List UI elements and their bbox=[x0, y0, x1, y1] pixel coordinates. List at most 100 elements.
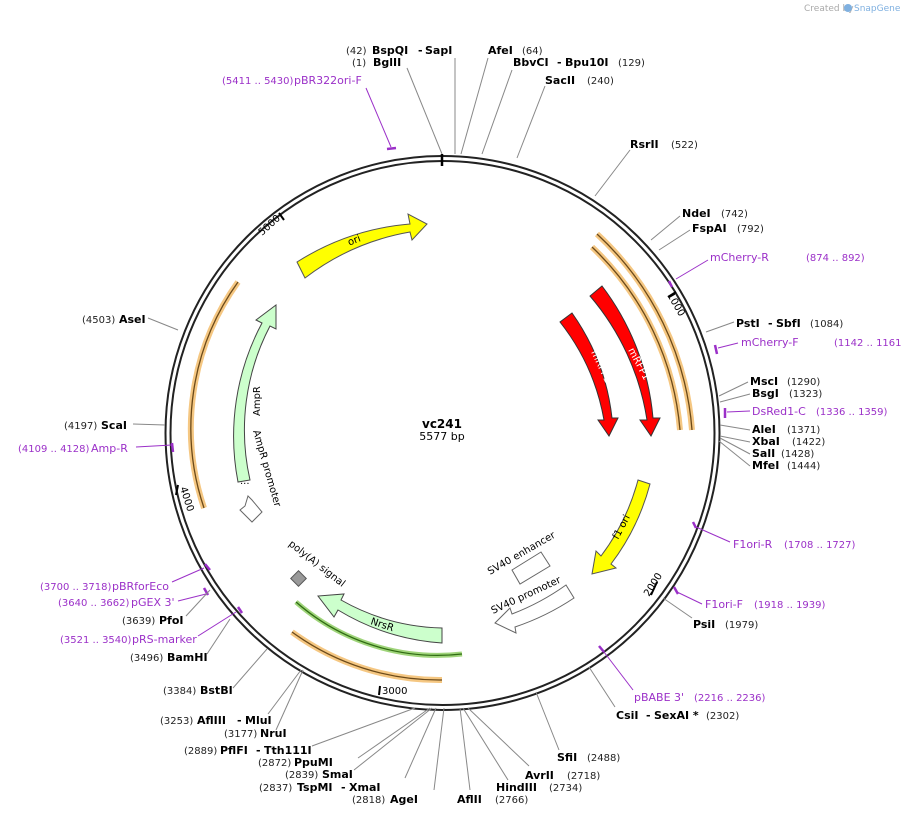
feature-ampr[interactable]: AmpR ... bbox=[233, 304, 277, 487]
plasmid-name: vc241 bbox=[422, 417, 462, 431]
svg-text:-: - bbox=[256, 744, 261, 757]
site-alei[interactable]: AleI (1371) bbox=[719, 423, 820, 436]
tick-5000-mark bbox=[278, 212, 285, 221]
feature-mrfp1-inner[interactable]: mRFP1 bbox=[559, 312, 619, 437]
site-pflfi[interactable]: (2889) PflFI - Tth111I bbox=[184, 707, 416, 757]
site-bglii[interactable]: (1) BglII bbox=[352, 56, 443, 155]
site-nrui-name: NruI bbox=[260, 727, 287, 740]
site-psii[interactable]: PsiI (1979) bbox=[662, 597, 758, 631]
site-pfoi[interactable]: (3639) PfoI bbox=[122, 589, 211, 627]
scale-ticks: 1000 2000 3000 4000 5000 bbox=[175, 212, 687, 697]
site-nrui[interactable]: (3177) NruI bbox=[224, 669, 304, 740]
site-agei-pos: (2818) bbox=[352, 795, 385, 806]
site-csii-name: CsiI bbox=[616, 709, 638, 722]
svg-text:-: - bbox=[646, 709, 651, 722]
site-afliii-pos: (3253) bbox=[160, 716, 193, 727]
site-asei[interactable]: (4503) AseI bbox=[82, 313, 179, 331]
primer-dsred1c[interactable]: DsRed1-C (1336 .. 1359) bbox=[723, 405, 888, 418]
primer-f1orif[interactable]: F1ori-F (1918 .. 1939) bbox=[672, 586, 826, 611]
site-bsgi-pos: (1323) bbox=[789, 389, 822, 400]
site-scai[interactable]: (4197) ScaI bbox=[64, 419, 166, 432]
tick-3000-label: 3000 bbox=[382, 686, 407, 697]
primer-mcherryf[interactable]: mCherry-F (1142 .. 1161) bbox=[713, 336, 901, 355]
site-psii-pos: (1979) bbox=[725, 620, 758, 631]
primer-ampr-range: (4109 .. 4128) bbox=[18, 444, 90, 455]
primer-mcherryr-name: mCherry-R bbox=[710, 251, 769, 264]
site-xbai-name: XbaI bbox=[752, 435, 780, 448]
primer-mcherryr-range: (874 .. 892) bbox=[806, 253, 865, 264]
feature-nrsr-label: NrsR bbox=[369, 616, 395, 634]
credit-brand: SnapGene bbox=[854, 4, 901, 14]
site-bsgi[interactable]: BsgI (1323) bbox=[719, 387, 822, 403]
feature-sv40-enhancer[interactable]: SV40 enhancer bbox=[486, 530, 558, 585]
site-afliii[interactable]: (3253) AflIII - MluI bbox=[160, 669, 302, 727]
site-msci-pos: (1290) bbox=[787, 377, 820, 388]
site-avrii[interactable]: AvrII (2718) bbox=[467, 707, 600, 782]
site-sali[interactable]: SalI (1428) bbox=[719, 437, 814, 460]
backbone bbox=[164, 154, 721, 711]
site-hindiii[interactable]: HindIII (2734) bbox=[462, 707, 582, 794]
primer-pbr322ori[interactable]: (5411 .. 5430) pBR322ori-F bbox=[222, 74, 397, 151]
site-bamhi[interactable]: (3496) BamHI bbox=[130, 618, 231, 664]
primer-f1orir[interactable]: F1ori-R (1708 .. 1727) bbox=[691, 521, 856, 551]
plasmid-length: 5577 bp bbox=[419, 430, 464, 443]
svg-text:ori: ori bbox=[346, 233, 362, 248]
site-ppumi[interactable]: (2872) PpuMI bbox=[258, 707, 431, 769]
site-tspmi[interactable]: (2837) TspMI - XmaI bbox=[259, 707, 437, 794]
site-bspqi[interactable]: (42) BspQI - SapI bbox=[346, 44, 456, 154]
site-sacii[interactable]: SacII (240) bbox=[516, 74, 614, 159]
site-rsrii[interactable]: RsrII (522) bbox=[594, 138, 698, 197]
site-asei-pos: (4503) bbox=[82, 315, 115, 326]
primer-ampr[interactable]: (4109 .. 4128) Amp-R bbox=[18, 442, 175, 455]
site-rsrii-pos: (522) bbox=[671, 140, 698, 151]
site-agei-name: AgeI bbox=[390, 793, 418, 806]
feature-nrsr[interactable]: NrsR bbox=[317, 593, 443, 644]
feature-ampr-label: AmpR bbox=[252, 386, 263, 416]
svg-text:-: - bbox=[557, 56, 562, 69]
site-afei-pos: (64) bbox=[522, 46, 543, 57]
site-msci[interactable]: MscI (1290) bbox=[718, 375, 820, 397]
site-csii[interactable]: CsiI - SexAI * (2302) bbox=[588, 666, 739, 722]
primer-pbrforeco-name: pBRforEco bbox=[112, 580, 169, 593]
site-mfei[interactable]: MfeI (1444) bbox=[718, 440, 820, 472]
site-pfoi-name: PfoI bbox=[159, 614, 184, 627]
site-xbai-pos: (1422) bbox=[792, 437, 825, 448]
site-agei[interactable]: (2818) AgeI bbox=[352, 707, 445, 806]
site-smai-pos: (2839) bbox=[285, 770, 318, 781]
primer-mcherryr[interactable]: mCherry-R (874 .. 892) bbox=[667, 251, 865, 288]
site-fspai[interactable]: FspAI (792) bbox=[658, 222, 764, 251]
site-xbai[interactable]: XbaI (1422) bbox=[719, 435, 825, 448]
primer-prsmarker[interactable]: (3521 .. 3540) pRS-marker bbox=[60, 606, 244, 646]
site-bstbi[interactable]: (3384) BstBI bbox=[163, 648, 268, 697]
site-sali-name: SalI bbox=[752, 447, 775, 460]
site-sfii[interactable]: SfiI (2488) bbox=[535, 691, 620, 764]
feature-polya[interactable]: poly(A) signal bbox=[286, 539, 347, 590]
site-csii-pos: (2302) bbox=[706, 711, 739, 722]
site-afei[interactable]: AfeI (64) bbox=[460, 44, 543, 155]
feature-sv40-promoter[interactable]: SV40 promoter bbox=[490, 574, 575, 634]
primer-pgex3[interactable]: (3640 .. 3662) pGEX 3' bbox=[58, 587, 210, 609]
site-psti[interactable]: PstI - SbfI (1084) bbox=[705, 317, 843, 333]
tick-4000-mark bbox=[175, 484, 179, 496]
snapgene-credit: Created by SnapGene bbox=[804, 4, 901, 14]
feature-ori[interactable]: ori bbox=[296, 213, 428, 279]
site-smai[interactable]: (2839) SmaI bbox=[285, 707, 433, 781]
site-bpu10i-name: Bpu10I bbox=[565, 56, 609, 69]
primer-pbrforeco[interactable]: (3700 .. 3718) pBRforEco bbox=[40, 563, 211, 593]
site-aflii[interactable]: AflII (2766) bbox=[457, 707, 528, 806]
site-pfoi-pos: (3639) bbox=[122, 616, 155, 627]
site-psii-name: PsiI bbox=[693, 618, 715, 631]
primer-ampr-name: Amp-R bbox=[91, 442, 128, 455]
primer-f1orif-range: (1918 .. 1939) bbox=[754, 600, 826, 611]
site-sapi-name: SapI bbox=[425, 44, 452, 57]
site-ndei[interactable]: NdeI (742) bbox=[650, 207, 748, 241]
primer-pbabe3[interactable]: pBABE 3' (2216 .. 2236) bbox=[598, 645, 766, 704]
site-sfii-pos: (2488) bbox=[587, 753, 620, 764]
site-avrii-pos: (2718) bbox=[567, 771, 600, 782]
site-bamhi-pos: (3496) bbox=[130, 653, 163, 664]
feature-f1ori[interactable]: f1 ori bbox=[591, 479, 651, 575]
site-bbvci[interactable]: BbvCI - Bpu10I (129) bbox=[481, 56, 645, 155]
primer-mcherryf-range: (1142 .. 1161) bbox=[834, 338, 901, 349]
site-tspmi-pos: (2837) bbox=[259, 783, 292, 794]
site-fspai-pos: (792) bbox=[737, 224, 764, 235]
